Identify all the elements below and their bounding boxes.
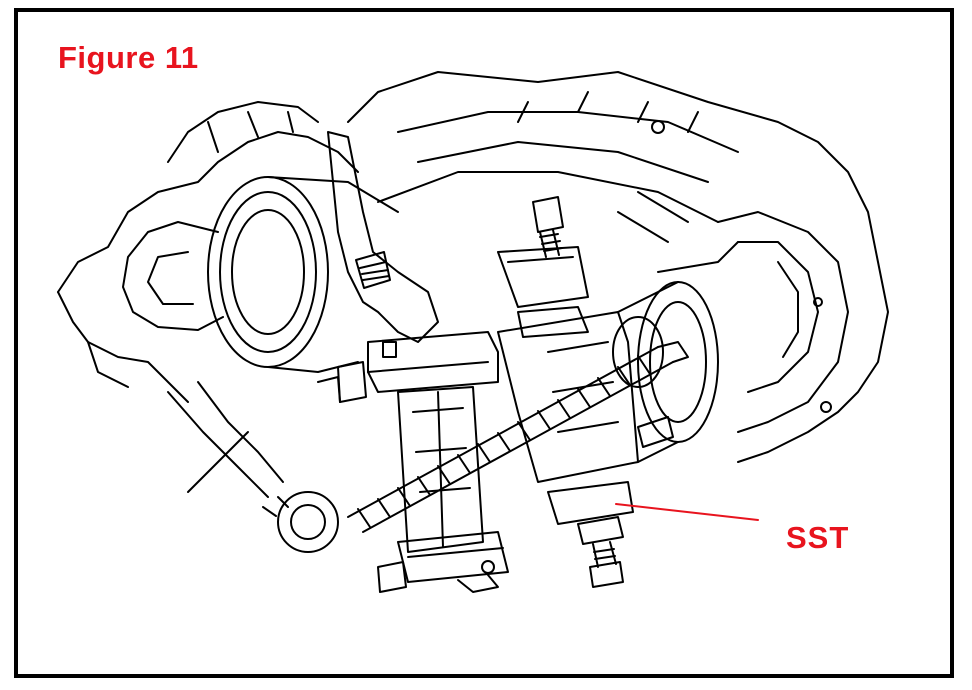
bottom-jaw-base: [377, 531, 509, 593]
upper-jaw-clamp: [497, 196, 589, 338]
puller-body: [497, 281, 719, 483]
puller-diagram: [57, 71, 889, 593]
sst-leader-line: [615, 503, 759, 521]
sst-callout-label: SST: [786, 520, 850, 555]
figure-label: Figure 11: [58, 40, 199, 75]
figure-frame: Figure 11 SST: [14, 8, 954, 678]
forcing-screw: [347, 341, 689, 533]
adjustable-wrench: [327, 131, 439, 343]
transmission-housing: [57, 101, 359, 493]
ring-spanner: [167, 381, 339, 553]
output-flange: [122, 176, 399, 373]
transfer-case-housing: [347, 71, 889, 463]
puller-crossbar: [317, 331, 499, 403]
lower-jaw-clamp: [547, 416, 674, 588]
